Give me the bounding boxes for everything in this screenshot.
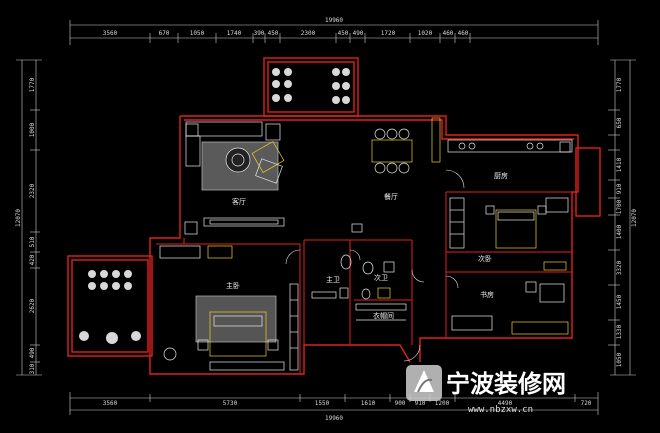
top-dim-label: 1050 bbox=[190, 30, 205, 37]
left-dim-label: 2620 bbox=[29, 298, 36, 313]
room-label-dining: 餐厅 bbox=[384, 192, 398, 201]
bottom-dim-label: 900 bbox=[395, 400, 406, 407]
top-dim-label: 390 bbox=[254, 30, 265, 37]
kitchen-furniture bbox=[447, 139, 573, 153]
room-label-cloakroom: 衣帽间 bbox=[373, 311, 394, 320]
bottom-dim-label: 3560 bbox=[103, 400, 118, 407]
bottom-total-dimension: 19960 bbox=[325, 415, 343, 422]
top-total-dimension: 19960 bbox=[325, 17, 343, 24]
right-dim-label: 1770 bbox=[616, 77, 623, 92]
top-dimension-lines bbox=[69, 20, 599, 45]
left-dim-label: 510 bbox=[29, 236, 36, 247]
top-dim-label: 1020 bbox=[418, 30, 433, 37]
left-dim-label: 1000 bbox=[29, 122, 36, 137]
watermark-url: www.nbzxw.cn bbox=[468, 405, 533, 415]
bottom-dim-label: 910 bbox=[415, 400, 426, 407]
plant-icons bbox=[79, 68, 350, 344]
watermark-name: 宁波装修网 bbox=[446, 370, 566, 398]
right-total-dimension: 12070 bbox=[631, 209, 638, 227]
right-dimension-lines bbox=[608, 59, 636, 376]
left-dim-label: 420 bbox=[29, 254, 36, 265]
bottom-dim-label: 720 bbox=[581, 400, 592, 407]
left-dim-label: 310 bbox=[29, 363, 36, 374]
room-label-study: 书房 bbox=[480, 290, 494, 299]
top-dim-label: 490 bbox=[353, 30, 364, 37]
right-dim-label: 650 bbox=[616, 117, 623, 128]
right-dim-label: 1330 bbox=[616, 324, 623, 339]
room-label-second-bath: 次卫 bbox=[374, 273, 388, 282]
bottom-dimension-labels: 3560 5730 1550 1610 900 910 1200 4490 72… bbox=[103, 400, 592, 407]
bathroom-fixtures bbox=[311, 223, 407, 321]
left-dim-label: 2320 bbox=[29, 183, 36, 198]
master-bedroom-furniture bbox=[159, 245, 299, 371]
right-dim-label: 1450 bbox=[616, 294, 623, 309]
bottom-dimension-lines bbox=[69, 392, 599, 415]
dining-furniture bbox=[371, 117, 441, 174]
bottom-dim-label: 1200 bbox=[435, 400, 450, 407]
right-dimension-labels: 1770 650 1410 910 1700 1400 3320 1450 13… bbox=[616, 77, 623, 367]
room-label-living: 客厅 bbox=[232, 197, 246, 206]
room-label-master-bath: 主卫 bbox=[326, 275, 340, 284]
top-dim-label: 1720 bbox=[381, 30, 396, 37]
room-label-second-bedroom: 次卧 bbox=[478, 254, 492, 263]
top-dim-label: 670 bbox=[159, 30, 170, 37]
room-label-master-bedroom: 主卧 bbox=[226, 281, 240, 290]
top-dim-label: 1740 bbox=[227, 30, 242, 37]
right-dim-label: 1400 bbox=[616, 224, 623, 239]
bottom-dim-label: 5730 bbox=[223, 400, 238, 407]
second-bedroom-furniture bbox=[449, 197, 569, 249]
right-dim-label: 910 bbox=[616, 183, 623, 194]
left-dimension-labels: 1770 1000 2320 510 420 2620 490 310 bbox=[29, 77, 36, 374]
top-dim-label: 3560 bbox=[103, 30, 118, 37]
right-dim-label: 1050 bbox=[616, 352, 623, 367]
right-dim-label: 1700 bbox=[616, 199, 623, 214]
top-dim-label: 450 bbox=[268, 30, 279, 37]
left-dim-label: 490 bbox=[29, 347, 36, 358]
watermark-logo-icon bbox=[406, 365, 442, 401]
left-total-dimension: 12070 bbox=[15, 209, 22, 227]
room-labels: 客厅 餐厅 厨房 主卧 次卧 书房 主卫 次卫 衣帽间 bbox=[226, 171, 508, 320]
bottom-dim-label: 4490 bbox=[498, 400, 513, 407]
left-dimension-lines bbox=[16, 59, 42, 376]
top-dim-label: 460 bbox=[443, 30, 454, 37]
bottom-dim-label: 1610 bbox=[361, 400, 376, 407]
study-furniture bbox=[451, 261, 569, 335]
right-dim-label: 1410 bbox=[616, 157, 623, 172]
bottom-dim-label: 1550 bbox=[315, 400, 330, 407]
interior-walls bbox=[156, 191, 572, 374]
exterior-walls bbox=[67, 57, 601, 375]
room-label-kitchen: 厨房 bbox=[494, 171, 508, 180]
watermark: 宁波装修网 www.nbzxw.cn bbox=[406, 365, 566, 415]
living-room-furniture bbox=[184, 121, 285, 235]
top-dimension-labels: 3560 670 1050 1740 390 450 2300 450 490 … bbox=[103, 30, 469, 37]
left-dim-label: 1770 bbox=[29, 77, 36, 92]
top-dim-label: 460 bbox=[458, 30, 469, 37]
right-dim-label: 3320 bbox=[616, 260, 623, 275]
top-dim-label: 450 bbox=[338, 30, 349, 37]
door-swings bbox=[285, 169, 465, 362]
top-dim-label: 2300 bbox=[301, 30, 316, 37]
